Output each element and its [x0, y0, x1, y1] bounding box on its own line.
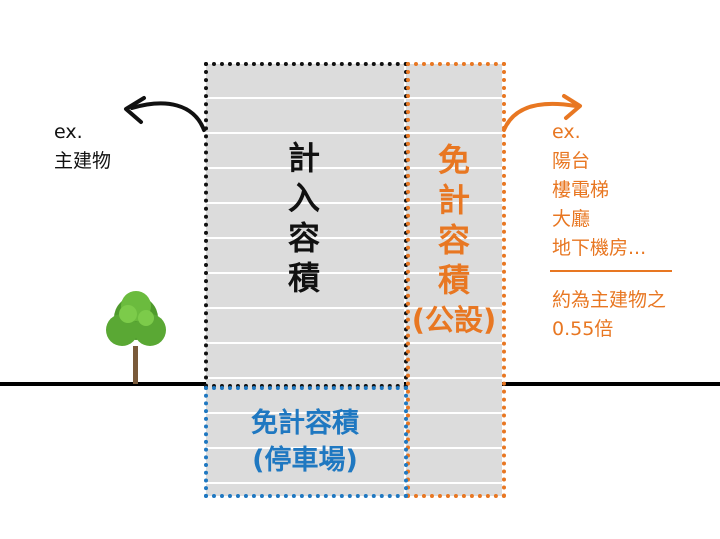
note-item: 大廳: [552, 208, 591, 230]
note-item: 陽台: [552, 150, 591, 172]
ratio-line2: 0.55倍: [552, 318, 614, 340]
arrow-right-icon: [502, 94, 582, 132]
parking-label: 免計容積 (停車場): [206, 405, 404, 479]
note-item: 樓電梯: [552, 179, 610, 201]
note-item: 地下機房...: [552, 237, 647, 259]
building-floors-main: [206, 64, 404, 496]
label-char: 免: [437, 141, 470, 179]
ratio-note: 約為主建物之 0.55倍: [552, 286, 666, 344]
note-prefix: ex.: [54, 121, 83, 143]
parking-label-line2: (停車場): [252, 445, 358, 476]
building-floors-public: [406, 64, 502, 496]
public-facility-note: ex. 陽台 樓電梯 大廳 地下機房...: [552, 118, 646, 263]
label-char: 計: [287, 139, 320, 177]
label-char: 積: [287, 259, 320, 297]
main-building-note: ex. 主建物: [54, 118, 111, 176]
note-item: 主建物: [54, 150, 112, 172]
note-prefix: ex.: [552, 121, 581, 143]
label-char: 計: [437, 181, 470, 219]
ratio-line1: 約為主建物之: [552, 289, 667, 311]
parking-label-line1: 免計容積: [251, 408, 359, 439]
exempt-public-facility-label: 免 計 容 積 (公設): [404, 140, 504, 340]
parking-outline: [204, 386, 408, 498]
public-facility-sub-label: (公設): [411, 303, 497, 337]
public-facility-outline: [406, 62, 506, 498]
counted-floor-area-label: 計 入 容 積: [284, 138, 324, 298]
label-char: 入: [287, 179, 320, 217]
label-char: 容: [437, 221, 470, 259]
label-char: 容: [287, 219, 320, 257]
label-char: 積: [437, 261, 470, 299]
note-divider: [550, 270, 672, 272]
tree-icon: [106, 291, 166, 384]
arrow-left-icon: [124, 96, 206, 132]
